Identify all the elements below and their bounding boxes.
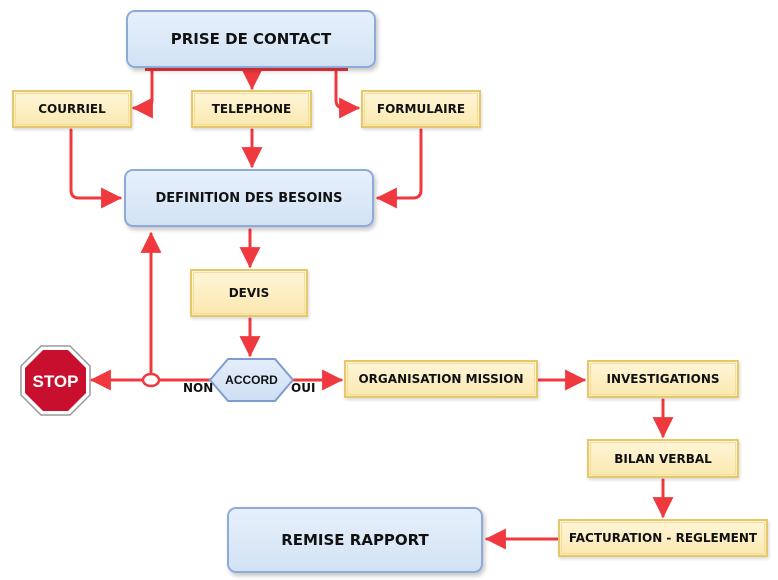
- node-label: ORGANISATION MISSION: [358, 372, 524, 386]
- node-label: BILAN VERBAL: [614, 451, 712, 466]
- node-label: PRISE DE CONTACT: [170, 30, 332, 48]
- arrow-formulaire-to-definition: [375, 128, 423, 209]
- node-label: INVESTIGATIONS: [606, 372, 720, 386]
- stop-sign-icon: STOP: [20, 345, 91, 416]
- node-remise-rapport: REMISE RAPPORT: [227, 507, 483, 573]
- node-organisation-mission: ORGANISATION MISSION: [344, 360, 538, 398]
- node-devis: DEVIS: [190, 269, 308, 317]
- node-label: TELEPHONE: [211, 102, 292, 116]
- node-label: DEVIS: [228, 286, 270, 300]
- node-definition-des-besoins: DEFINITION DES BESOINS: [124, 169, 374, 227]
- node-label: COURRIEL: [38, 102, 106, 116]
- junction-connector: [141, 372, 161, 388]
- accord-decision-shape: [208, 358, 295, 402]
- node-investigations: INVESTIGATIONS: [587, 360, 739, 398]
- arrow-to-formulaire: [334, 69, 361, 119]
- node-label: REMISE RAPPORT: [281, 531, 429, 549]
- node-telephone: TELEPHONE: [191, 90, 312, 128]
- stop-label: STOP: [33, 372, 79, 391]
- accord-label: ACCORD: [225, 373, 278, 387]
- edge-label-oui: OUI: [291, 381, 316, 395]
- node-label: FACTURATION - REGLEMENT: [568, 531, 758, 545]
- arrow-to-courriel: [131, 69, 154, 119]
- node-formulaire: FORMULAIRE: [361, 90, 481, 128]
- node-facturation-reglement: FACTURATION - REGLEMENT: [558, 519, 768, 557]
- node-bilan-verbal: BILAN VERBAL: [587, 439, 739, 478]
- edge-label-non: NON: [183, 381, 214, 395]
- node-label: DEFINITION DES BESOINS: [155, 190, 343, 206]
- node-label: FORMULAIRE: [376, 102, 466, 116]
- node-courriel: COURRIEL: [12, 90, 132, 128]
- node-prise-de-contact: PRISE DE CONTACT: [126, 10, 376, 68]
- arrow-courriel-to-definition: [69, 128, 123, 209]
